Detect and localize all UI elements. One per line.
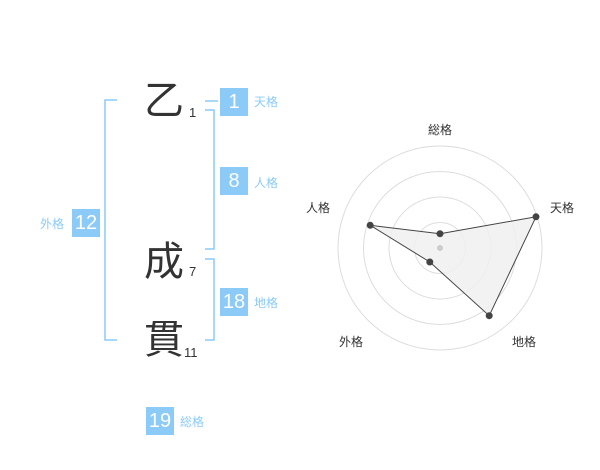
radar-point-2 xyxy=(485,312,493,320)
jinkaku-label: 人格 xyxy=(254,176,279,190)
soukaku-label: 総格 xyxy=(180,415,205,429)
tenkaku-label: 天格 xyxy=(254,95,279,109)
radar-point-4 xyxy=(366,221,374,229)
radar-label-tenkaku: 天格 xyxy=(550,200,574,215)
radar-area xyxy=(369,216,537,317)
soukaku-value: 19 xyxy=(146,407,174,435)
radar-label-jinkaku: 人格 xyxy=(306,200,330,215)
char-1-kanji: 乙 xyxy=(144,78,184,124)
gaikaku-label: 外格 xyxy=(40,217,65,231)
char-3-strokes: 11 xyxy=(184,345,198,360)
radar-point-3 xyxy=(426,258,434,266)
char-1-strokes: 1 xyxy=(189,105,197,120)
radar-point-0 xyxy=(436,230,444,238)
radar-label-chikaku: 地格 xyxy=(512,334,536,349)
radar-point-1 xyxy=(532,213,540,221)
jinkaku-value: 8 xyxy=(220,167,248,195)
chikaku-label: 地格 xyxy=(254,296,279,310)
tenkaku-value: 1 xyxy=(220,88,248,116)
radar-label-gaikaku: 外格 xyxy=(339,334,363,349)
radar-points xyxy=(366,213,540,320)
radar-label-soukaku: 総格 xyxy=(428,122,452,137)
radar-ring-4 xyxy=(337,145,543,351)
chikaku-value: 18 xyxy=(220,288,248,316)
gaikaku-value: 12 xyxy=(72,209,100,237)
char-3-kanji: 貫 xyxy=(144,317,184,363)
char-2-kanji: 成 xyxy=(144,239,184,285)
radar-center-dot xyxy=(437,245,443,251)
char-2-strokes: 7 xyxy=(189,264,197,279)
